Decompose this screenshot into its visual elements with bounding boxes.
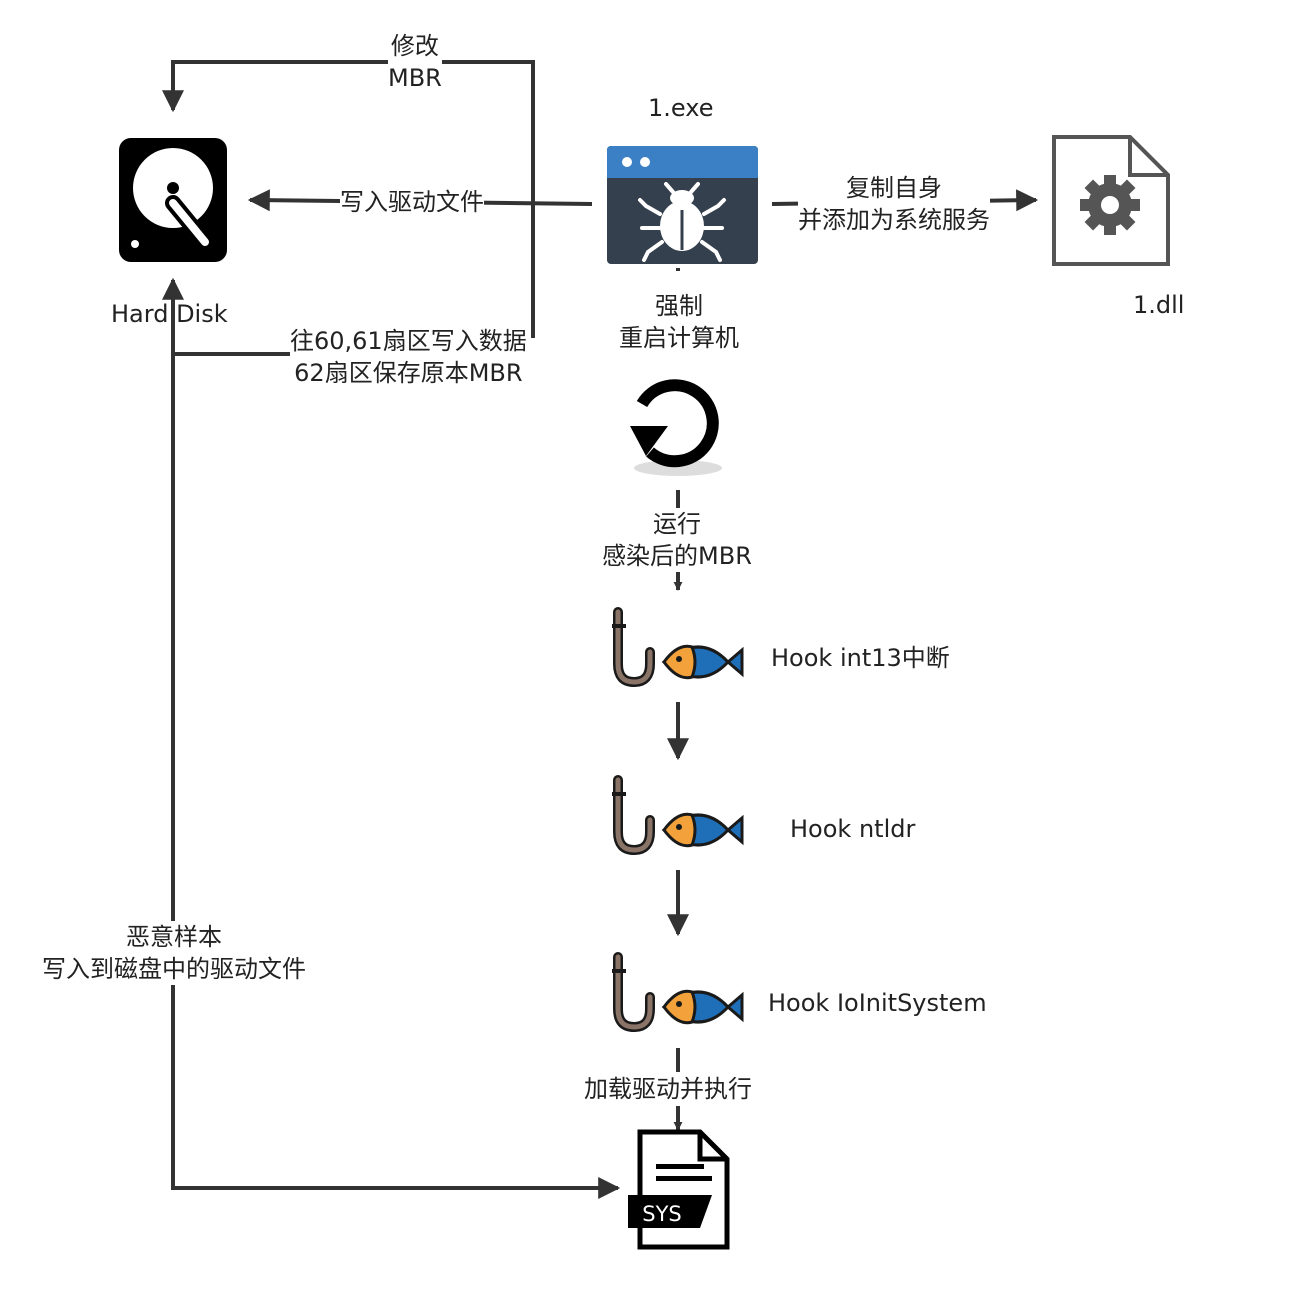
force-restart-label: 强制 重启计算机 (612, 290, 746, 354)
copy-self-label: 复制自身 并添加为系统服务 (798, 172, 990, 236)
hard-disk-icon (119, 138, 227, 262)
malicious-sample-label: 恶意样本 写入到磁盘中的驱动文件 (28, 921, 320, 985)
write-driver-label: 写入驱动文件 (340, 186, 484, 218)
run-mbr-label: 运行 感染后的MBR (594, 508, 760, 572)
edge-modify-mbr (162, 60, 535, 338)
hook-fish-icon (612, 952, 744, 1033)
exe-label: 1.exe (648, 94, 714, 122)
modify-mbr-label: 修改 MBR (388, 30, 442, 94)
hook-fish-icon (612, 775, 744, 856)
sys-label: SYS (642, 1202, 682, 1226)
dll-label: 1.dll (1133, 291, 1185, 319)
bug-window-icon (607, 146, 758, 264)
restart-icon (630, 379, 722, 476)
load-driver-label: 加载驱动并执行 (584, 1073, 752, 1105)
hook3-label: Hook IoInitSystem (768, 989, 987, 1017)
gear-file-icon (1052, 135, 1170, 266)
hook1-label: Hook int13中断 (771, 644, 950, 672)
edge-malicious-sample (171, 354, 175, 1190)
sys-file-icon: SYS (628, 1129, 730, 1250)
write-sectors-label: 往60,61扇区写入数据 62扇区保存原本MBR (290, 325, 527, 389)
hard-disk-label: Hard Disk (111, 300, 228, 328)
hook-fish-icon (612, 607, 744, 688)
hook2-label: Hook ntldr (790, 815, 916, 843)
